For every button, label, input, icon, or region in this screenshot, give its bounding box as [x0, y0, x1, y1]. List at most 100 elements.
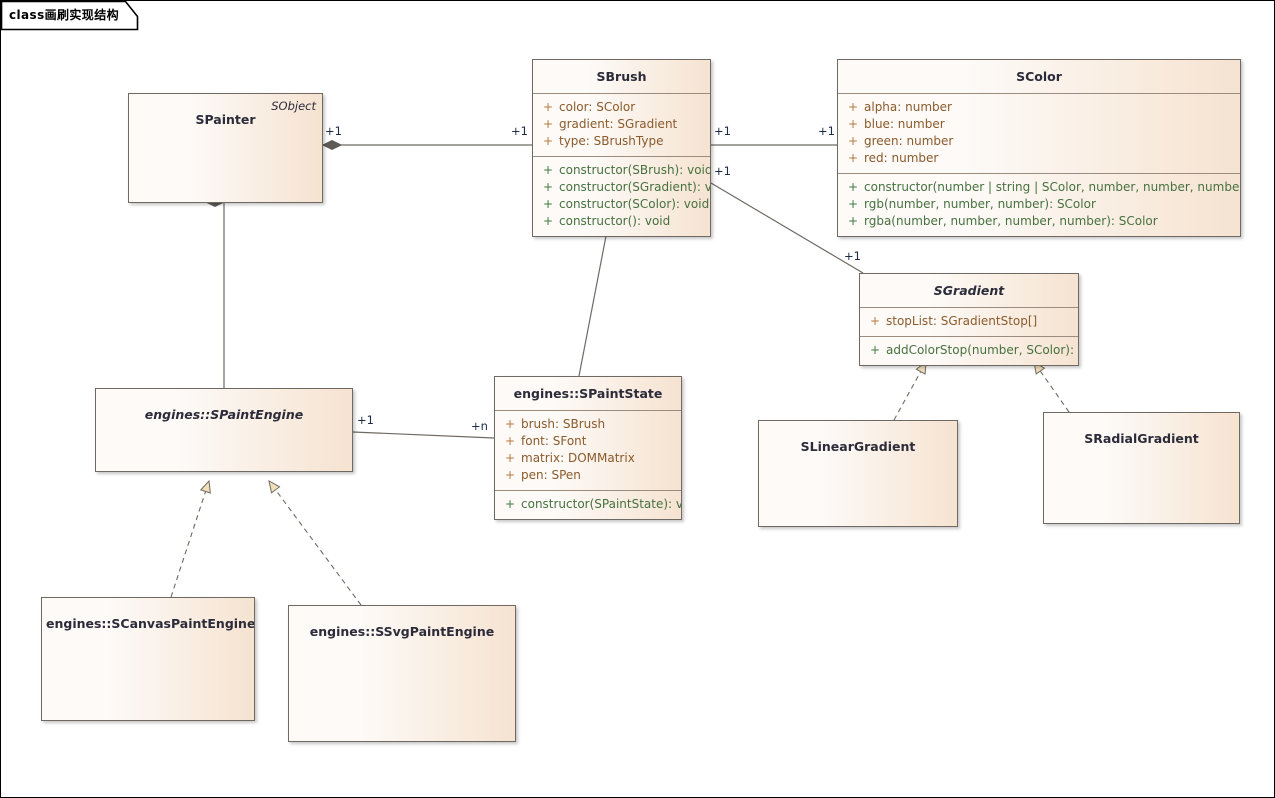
compartment-divider: [533, 93, 710, 94]
multiplicity-engine-state-source: +1: [357, 413, 374, 427]
visibility-marker: +: [504, 417, 516, 431]
edge-realization-canvaspaintengine: [170, 479, 211, 598]
operation-label: constructor(SGradient): void: [559, 180, 710, 194]
edge-brush-paintstate: [578, 235, 607, 377]
attribute-row: + gradient: SGradient: [533, 116, 710, 133]
class-box-spaintstate[interactable]: engines::SPaintState + brush: SBrush + f…: [494, 376, 682, 520]
attribute-row: + brush: SBrush: [495, 416, 681, 433]
operation-row: + constructor(): void: [533, 213, 710, 230]
class-box-sbrush[interactable]: SBrush + color: SColor + gradient: SGrad…: [532, 59, 711, 237]
attribute-label: gradient: SGradient: [559, 117, 678, 131]
attribute-row: + red: number: [838, 150, 1240, 167]
visibility-marker: +: [847, 151, 859, 165]
class-box-spainter[interactable]: SObject SPainter: [128, 93, 323, 203]
visibility-marker: +: [504, 468, 516, 482]
compartment-divider: [838, 173, 1240, 174]
operations-compartment-sgradient: + addColorStop(number, SColor): void: [860, 337, 1078, 365]
class-title-spaintstate: engines::SPaintState: [513, 386, 663, 401]
visibility-marker: +: [542, 117, 554, 131]
attribute-row: + blue: number: [838, 116, 1240, 133]
operation-label: rgba(number, number, number, number): SC…: [864, 214, 1158, 228]
attributes-compartment-spaintstate: + brush: SBrush + font: SFont + matrix: …: [495, 411, 681, 490]
attribute-label: stopList: SGradientStop[]: [886, 314, 1038, 328]
operation-row: + constructor(SColor): void: [533, 196, 710, 213]
attribute-row: + green: number: [838, 133, 1240, 150]
attribute-label: font: SFont: [521, 434, 587, 448]
visibility-marker: +: [542, 180, 554, 194]
diagram-frame-label: class画刷实现结构: [9, 8, 120, 22]
attribute-row: + matrix: DOMMatrix: [495, 450, 681, 467]
attribute-label: pen: SPen: [521, 468, 581, 482]
visibility-marker: +: [504, 497, 516, 511]
diagram-frame-tab: class画刷实现结构: [1, 1, 139, 31]
class-box-slineargradient[interactable]: SLinearGradient: [758, 420, 958, 527]
operation-row: + constructor(SBrush): void: [533, 162, 710, 179]
multiplicity-painter-brush-source: +1: [325, 124, 342, 138]
attribute-label: color: SColor: [559, 100, 636, 114]
attribute-label: brush: SBrush: [521, 417, 606, 431]
operation-row: + constructor(SGradient): void: [533, 179, 710, 196]
class-box-spaintengine[interactable]: engines::SPaintEngine: [95, 388, 353, 472]
multiplicity-brush-color-target: +1: [818, 124, 835, 138]
visibility-marker: +: [847, 197, 859, 211]
class-title-spainter: SPainter: [195, 112, 256, 127]
multiplicity-engine-state-target: +n: [471, 419, 488, 433]
attribute-row: + stopList: SGradientStop[]: [860, 313, 1078, 330]
attributes-compartment-sgradient: + stopList: SGradientStop[]: [860, 308, 1078, 336]
operation-label: constructor(SColor): void: [559, 197, 710, 211]
operation-row: + rgb(number, number, number): SColor: [838, 196, 1240, 213]
compartment-divider: [533, 156, 710, 157]
operations-compartment-sbrush: + constructor(SBrush): void + constructo…: [533, 157, 710, 236]
visibility-marker: +: [869, 343, 881, 357]
multiplicity-brush-color-source: +1: [714, 124, 731, 138]
class-box-sgradient[interactable]: SGradient + stopList: SGradientStop[] + …: [859, 273, 1079, 366]
visibility-marker: +: [869, 314, 881, 328]
attribute-row: + type: SBrushType: [533, 133, 710, 150]
operation-row: + rgba(number, number, number, number): …: [838, 213, 1240, 230]
attribute-row: + pen: SPen: [495, 467, 681, 484]
class-title-sgradient: SGradient: [933, 283, 1005, 298]
class-box-scanvaspaintengine[interactable]: engines::SCanvasPaintEngine: [41, 597, 255, 721]
class-box-ssvgpaintengine[interactable]: engines::SSvgPaintEngine: [288, 605, 516, 742]
operation-label: constructor(SPaintState): void: [521, 497, 681, 511]
operation-label: addColorStop(number, SColor): void: [886, 343, 1078, 357]
edge-realization-lineargradient: [893, 360, 927, 421]
class-title-scanvaspaintengine: engines::SCanvasPaintEngine: [46, 616, 255, 631]
class-title-sradialgradient: SRadialGradient: [1084, 431, 1199, 446]
operations-compartment-spaintstate: + constructor(SPaintState): void: [495, 491, 681, 519]
visibility-marker: +: [847, 180, 859, 194]
attribute-label: alpha: number: [864, 100, 952, 114]
attributes-compartment-scolor: + alpha: number + blue: number + green: …: [838, 94, 1240, 173]
stereotype-sobject: SObject: [271, 99, 316, 113]
multiplicity-brush-gradient-source: +1: [714, 164, 731, 178]
operation-row: + constructor(number | string | SColor, …: [838, 179, 1240, 196]
compartment-divider: [495, 490, 681, 491]
class-box-sradialgradient[interactable]: SRadialGradient: [1043, 412, 1240, 524]
compartment-divider: [860, 336, 1078, 337]
class-box-scolor[interactable]: SColor + alpha: number + blue: number + …: [837, 59, 1241, 237]
visibility-marker: +: [847, 117, 859, 131]
multiplicity-brush-gradient-target: +1: [844, 249, 861, 263]
visibility-marker: +: [542, 163, 554, 177]
attribute-row: + alpha: number: [838, 99, 1240, 116]
class-title-scolor: SColor: [1016, 69, 1062, 84]
attributes-compartment-sbrush: + color: SColor + gradient: SGradient + …: [533, 94, 710, 156]
visibility-marker: +: [542, 134, 554, 148]
attribute-label: red: number: [864, 151, 939, 165]
attribute-label: type: SBrushType: [559, 134, 664, 148]
class-title-spaintengine: engines::SPaintEngine: [144, 407, 304, 422]
operation-label: constructor(): void: [559, 214, 671, 228]
operation-row: + constructor(SPaintState): void: [495, 496, 681, 513]
operation-label: constructor(number | string | SColor, nu…: [864, 180, 1241, 194]
visibility-marker: +: [847, 134, 859, 148]
attribute-row: + font: SFont: [495, 433, 681, 450]
compartment-divider: [495, 410, 681, 411]
visibility-marker: +: [847, 214, 859, 228]
class-title-slineargradient: SLinearGradient: [800, 439, 916, 454]
visibility-marker: +: [504, 434, 516, 448]
class-title-ssvgpaintengine: engines::SSvgPaintEngine: [309, 624, 495, 639]
attribute-label: green: number: [864, 134, 954, 148]
operation-label: rgb(number, number, number): SColor: [864, 197, 1096, 211]
multiplicity-painter-brush-target: +1: [511, 124, 528, 138]
